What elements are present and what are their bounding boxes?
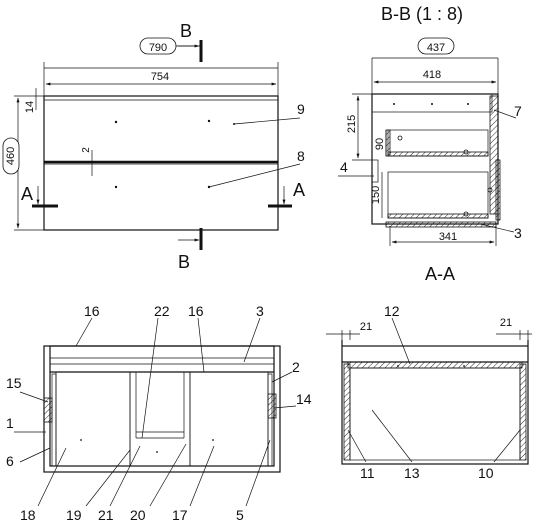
dim-754-text: 754	[151, 71, 169, 83]
part-label-4: 4	[340, 159, 348, 175]
part-label-20: 20	[130, 507, 146, 523]
section-a-label-left: A	[21, 184, 33, 204]
front-view: 790 B B 754 460 14 2 A A	[2, 21, 305, 272]
section-aa-title: A-A	[425, 264, 455, 284]
section-a-label-right: A	[293, 180, 305, 200]
dim-14-text: 14	[24, 101, 36, 113]
section-b-label-bottom: B	[178, 252, 190, 272]
handle-dot	[207, 119, 211, 123]
handle-dot	[114, 185, 118, 189]
part-label-16-left: 16	[84, 303, 100, 319]
part-label-22: 22	[154, 303, 170, 319]
part-label-3: 3	[256, 303, 264, 319]
handle-dot	[114, 120, 118, 124]
base-plate	[385, 221, 497, 228]
part-label-18: 18	[20, 507, 36, 523]
part-label-13: 13	[404, 465, 420, 481]
part-label-16-right: 16	[188, 303, 204, 319]
section-bb-title: B-B (1 : 8)	[381, 4, 463, 24]
dim-437-badge	[417, 37, 455, 55]
part-label-1: 1	[6, 415, 14, 431]
part-label-17: 17	[172, 507, 188, 523]
part-label-8: 8	[297, 148, 305, 164]
part-label-7: 7	[514, 103, 522, 119]
dim-21-left-text: 21	[360, 321, 372, 333]
section-b-label-top: B	[180, 21, 192, 41]
plan-view: 21 21 12 11 13 10	[326, 303, 532, 481]
dim-437-text: 437	[427, 42, 445, 54]
dim-460-badge	[2, 137, 20, 175]
part-label-6: 6	[6, 453, 14, 469]
part-label-11: 11	[360, 465, 375, 481]
part-label-21: 21	[98, 507, 114, 523]
part-label-19: 19	[66, 507, 82, 523]
part-label-9: 9	[297, 101, 305, 117]
dim-341-text: 341	[439, 231, 457, 243]
part-label-15: 15	[6, 375, 22, 391]
part-label-5: 5	[236, 507, 244, 523]
dim-150-text: 150	[370, 186, 382, 204]
dim-215-text: 215	[346, 115, 358, 133]
dim-790-text: 790	[149, 42, 167, 54]
dim-2-text: 2	[81, 147, 92, 153]
part-label-14: 14	[296, 391, 312, 407]
dim-21-right-text: 21	[500, 317, 512, 329]
dim-418-text: 418	[423, 69, 441, 81]
part-label-10: 10	[478, 465, 494, 481]
part-label-2: 2	[292, 359, 300, 375]
section-aa-view: 16 22 16 3 2 14 15 1 6 18 19 21 20 17 5	[6, 303, 312, 523]
back-panel	[489, 95, 499, 215]
dim-460-text: 460	[5, 147, 17, 165]
part-label-12: 12	[384, 303, 400, 319]
dim-90-text: 90	[374, 138, 386, 150]
section-bb-view: B-B (1 : 8) 437 418	[338, 4, 522, 284]
part-label-3-bb: 3	[514, 225, 522, 241]
